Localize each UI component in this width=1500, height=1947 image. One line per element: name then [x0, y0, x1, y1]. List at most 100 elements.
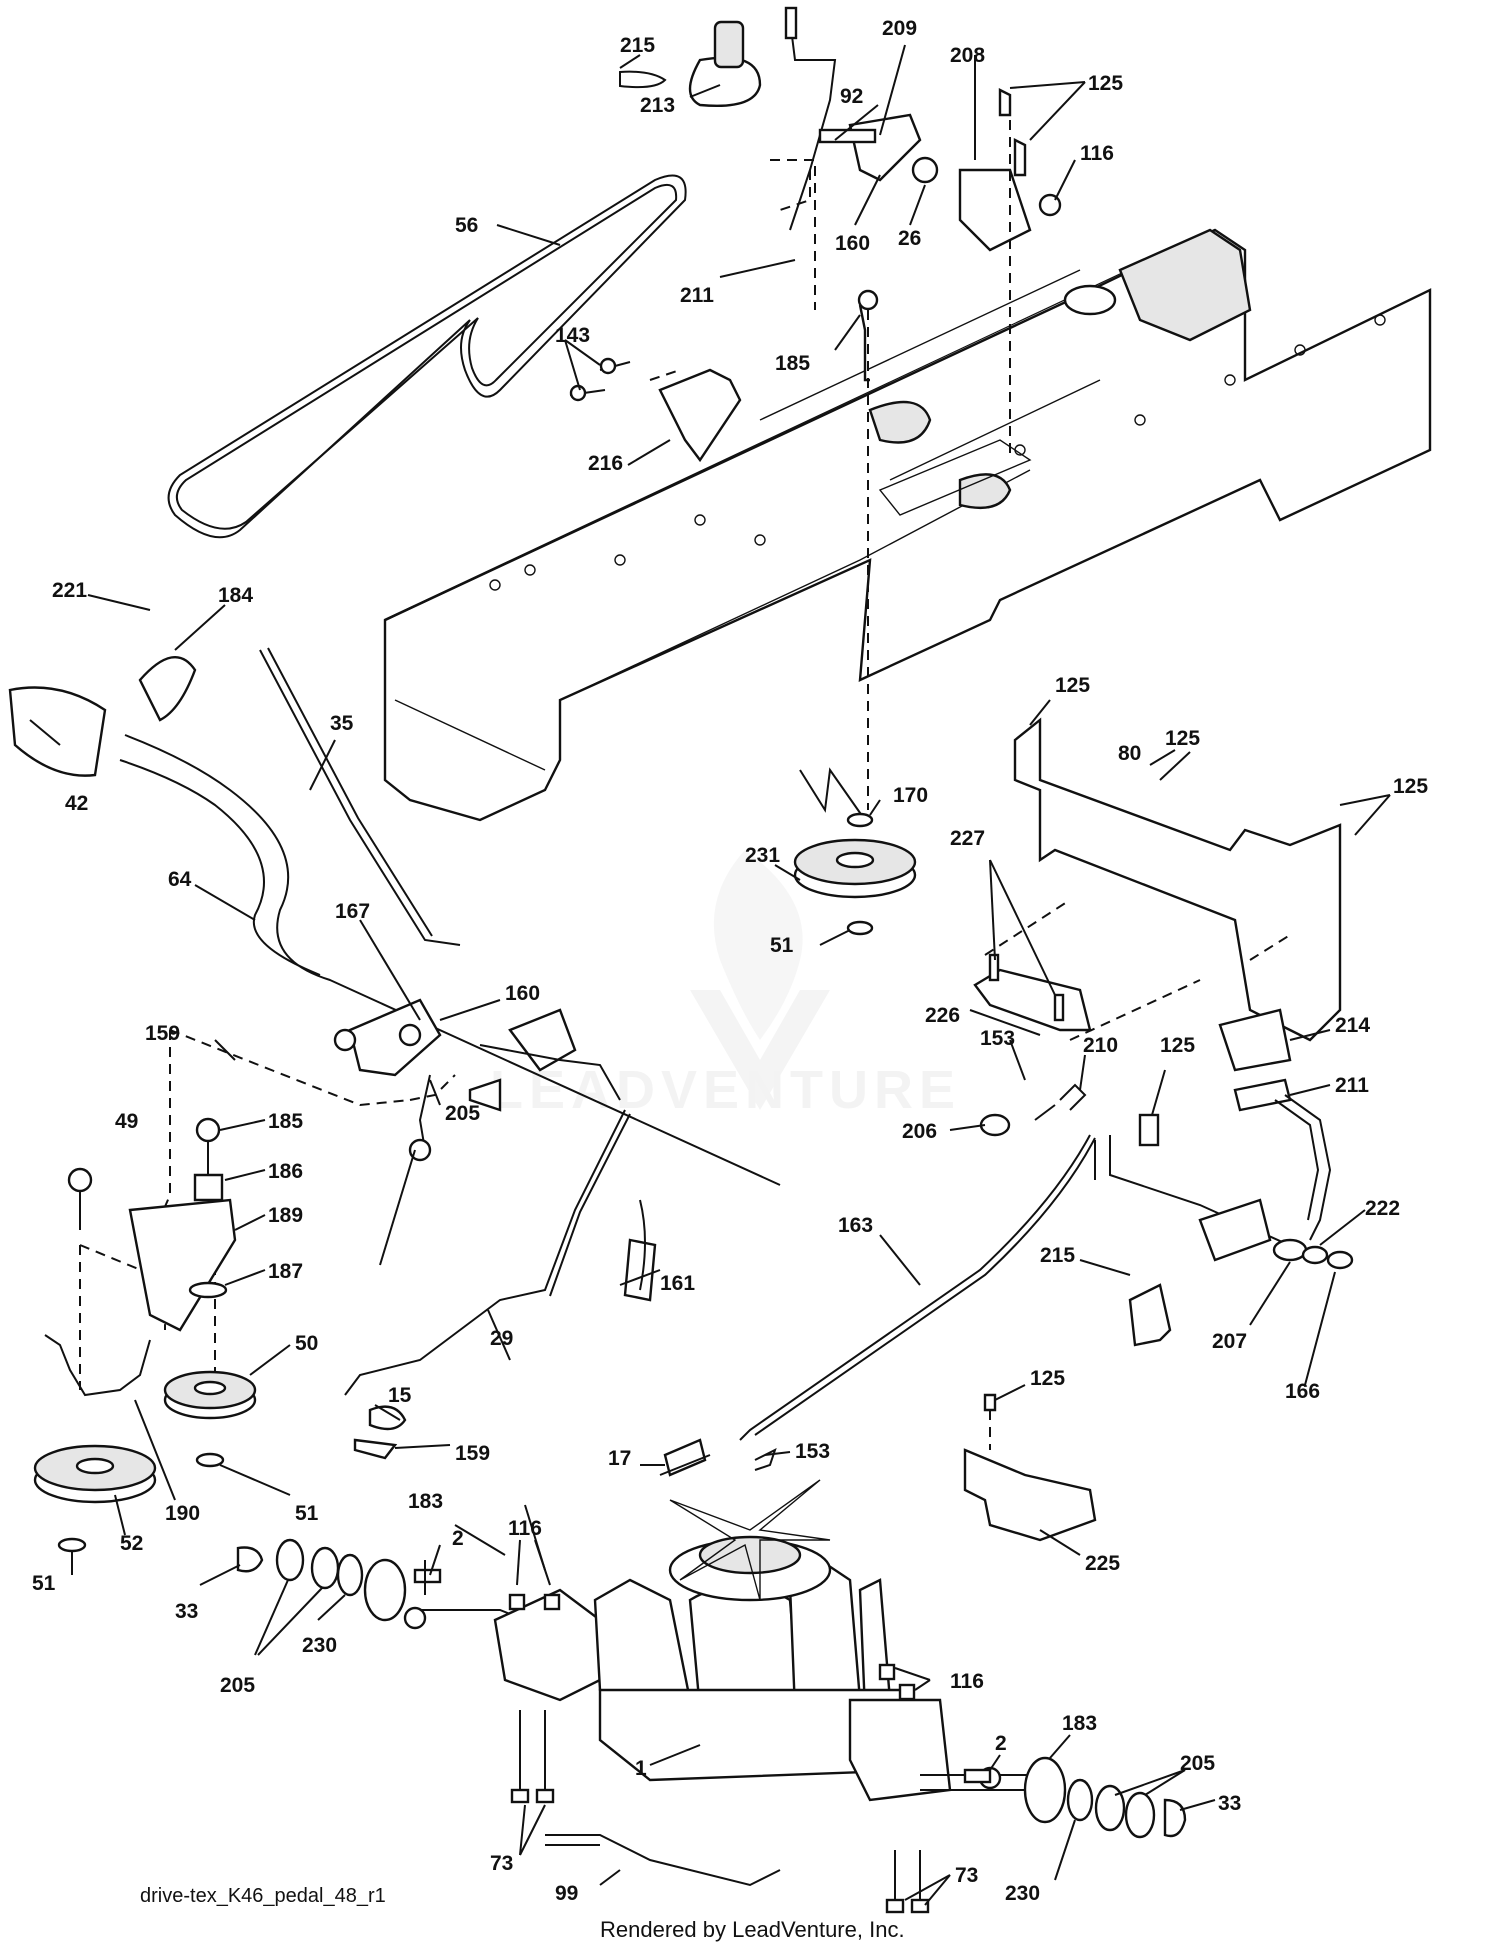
callout-185-left: 185	[268, 1110, 303, 1133]
callout-214: 214	[1335, 1014, 1370, 1037]
drive-belt	[167, 174, 687, 539]
callout-2-left: 2	[452, 1527, 464, 1550]
callout-183-left: 183	[408, 1490, 443, 1513]
callout-206: 208	[950, 44, 985, 67]
callout-143: 143	[555, 324, 590, 347]
callout-116-mid: 116	[508, 1517, 542, 1540]
idler-pulley-231	[793, 767, 917, 936]
callout-92: 92	[840, 85, 863, 108]
callout-51-mid: 51	[295, 1502, 319, 1525]
callout-116-low: 116	[950, 1670, 984, 1693]
callout-153-right: 153	[980, 1027, 1015, 1050]
callout-205-left: 205	[220, 1674, 255, 1697]
callout-125-c: 125	[1165, 727, 1200, 750]
callout-209: 211	[680, 284, 714, 307]
callout-159-top: 159	[145, 1022, 180, 1045]
callout-33-right: 33	[1218, 1792, 1241, 1815]
pto-cross-shaft	[8, 647, 781, 1186]
callout-42: 42	[65, 792, 88, 815]
callout-99: 99	[555, 1882, 578, 1905]
callout-17: 17	[608, 1447, 631, 1470]
callout-163: 163	[838, 1214, 873, 1237]
callout-213: 213	[640, 94, 675, 117]
callout-167: 167	[335, 900, 370, 923]
callout-73-right: 73	[955, 1864, 978, 1887]
callout-183-right: 183	[1062, 1712, 1097, 1735]
callout-125-d: 125	[1393, 775, 1428, 798]
leader-dashed	[779, 170, 811, 211]
callout-125-e: 125	[1160, 1034, 1195, 1057]
callout-166: 166	[1285, 1380, 1320, 1403]
callout-189: 189	[268, 1204, 303, 1227]
leader-dashed	[154, 1030, 171, 1231]
callout-161: 161	[660, 1272, 695, 1295]
callout-26: 26	[898, 227, 921, 250]
bracket-80	[973, 717, 1342, 1042]
callout-29: 29	[490, 1327, 513, 1350]
callout-64: 64	[168, 868, 192, 891]
callout-230-left: 230	[302, 1634, 337, 1657]
callout-170: 170	[893, 784, 928, 807]
bracket-216	[569, 357, 742, 463]
transaxle-assembly	[236, 1479, 1187, 1914]
callout-231: 231	[745, 844, 780, 867]
callout-125-low: 125	[1030, 1367, 1065, 1390]
callout-190: 190	[165, 1502, 200, 1525]
callout-51-left: 51	[32, 1572, 56, 1595]
callout-15: 15	[388, 1384, 412, 1407]
callout-211-left: 206	[902, 1120, 937, 1143]
callout-leaders	[29, 44, 1391, 1906]
callout-208: 210	[1083, 1034, 1118, 1057]
callout-230-right: 230	[1005, 1882, 1040, 1905]
callout-125-a: 125	[1088, 72, 1123, 95]
chassis-frame	[383, 228, 1432, 822]
callout-226: 226	[925, 1004, 960, 1027]
callout-225: 225	[1085, 1552, 1120, 1575]
watermark-text: LEADVENTURE	[490, 1060, 961, 1120]
callout-186: 186	[268, 1160, 303, 1183]
leadventure-watermark-logo: LEADVENTURE	[490, 850, 961, 1120]
callout-49: 49	[115, 1110, 138, 1133]
shift-lever-assembly	[619, 6, 1062, 382]
callout-215: 215	[1040, 1244, 1075, 1267]
callout-184: 184	[218, 584, 253, 607]
callout-56: 56	[455, 214, 478, 237]
callout-160-top: 160	[835, 232, 870, 255]
callout-210: 211	[1335, 1074, 1369, 1097]
callout-187: 187	[268, 1260, 303, 1283]
callout-153-mid: 153	[795, 1440, 830, 1463]
pto-link-29	[344, 1109, 707, 1477]
callout-52: 52	[120, 1532, 143, 1555]
leader-dashed	[169, 1029, 411, 1107]
callout-211-right: 207	[1212, 1330, 1247, 1353]
callout-labels: 215 213 56 211 92 209 208 125 116 26 160…	[32, 17, 1428, 1905]
callout-1: 1	[635, 1757, 647, 1780]
callout-159-mid: 159	[455, 1442, 490, 1465]
callout-125-b: 125	[1055, 674, 1090, 697]
callout-185-top: 185	[775, 352, 810, 375]
callout-50: 50	[295, 1332, 318, 1355]
callout-207: 209	[882, 17, 917, 40]
leader-dashed	[649, 369, 681, 381]
callout-222: 222	[1365, 1197, 1400, 1220]
callout-33-left: 33	[175, 1600, 198, 1623]
callout-116-top: 116	[1080, 142, 1114, 165]
callout-221-mid: 221	[52, 579, 87, 602]
idler-bracket-assembly	[33, 1117, 257, 1553]
footer-credit: Rendered by LeadVenture, Inc.	[600, 1917, 905, 1942]
leader-dashed	[770, 159, 816, 310]
callout-160-mid: 160	[505, 982, 540, 1005]
callout-80: 80	[1118, 742, 1141, 765]
callout-2-right: 2	[995, 1732, 1007, 1755]
callout-35: 35	[330, 712, 354, 735]
callout-188: 205	[445, 1102, 480, 1125]
callout-216: 216	[588, 452, 623, 475]
callout-205-right: 205	[1180, 1752, 1215, 1775]
bracket-225	[963, 1393, 1097, 1542]
callout-221-top: 215	[620, 34, 655, 57]
brake-pedal-assembly	[739, 1008, 1354, 1441]
callout-73-left: 73	[490, 1852, 513, 1875]
callout-227: 227	[950, 827, 985, 850]
callout-51-top: 51	[770, 934, 794, 957]
